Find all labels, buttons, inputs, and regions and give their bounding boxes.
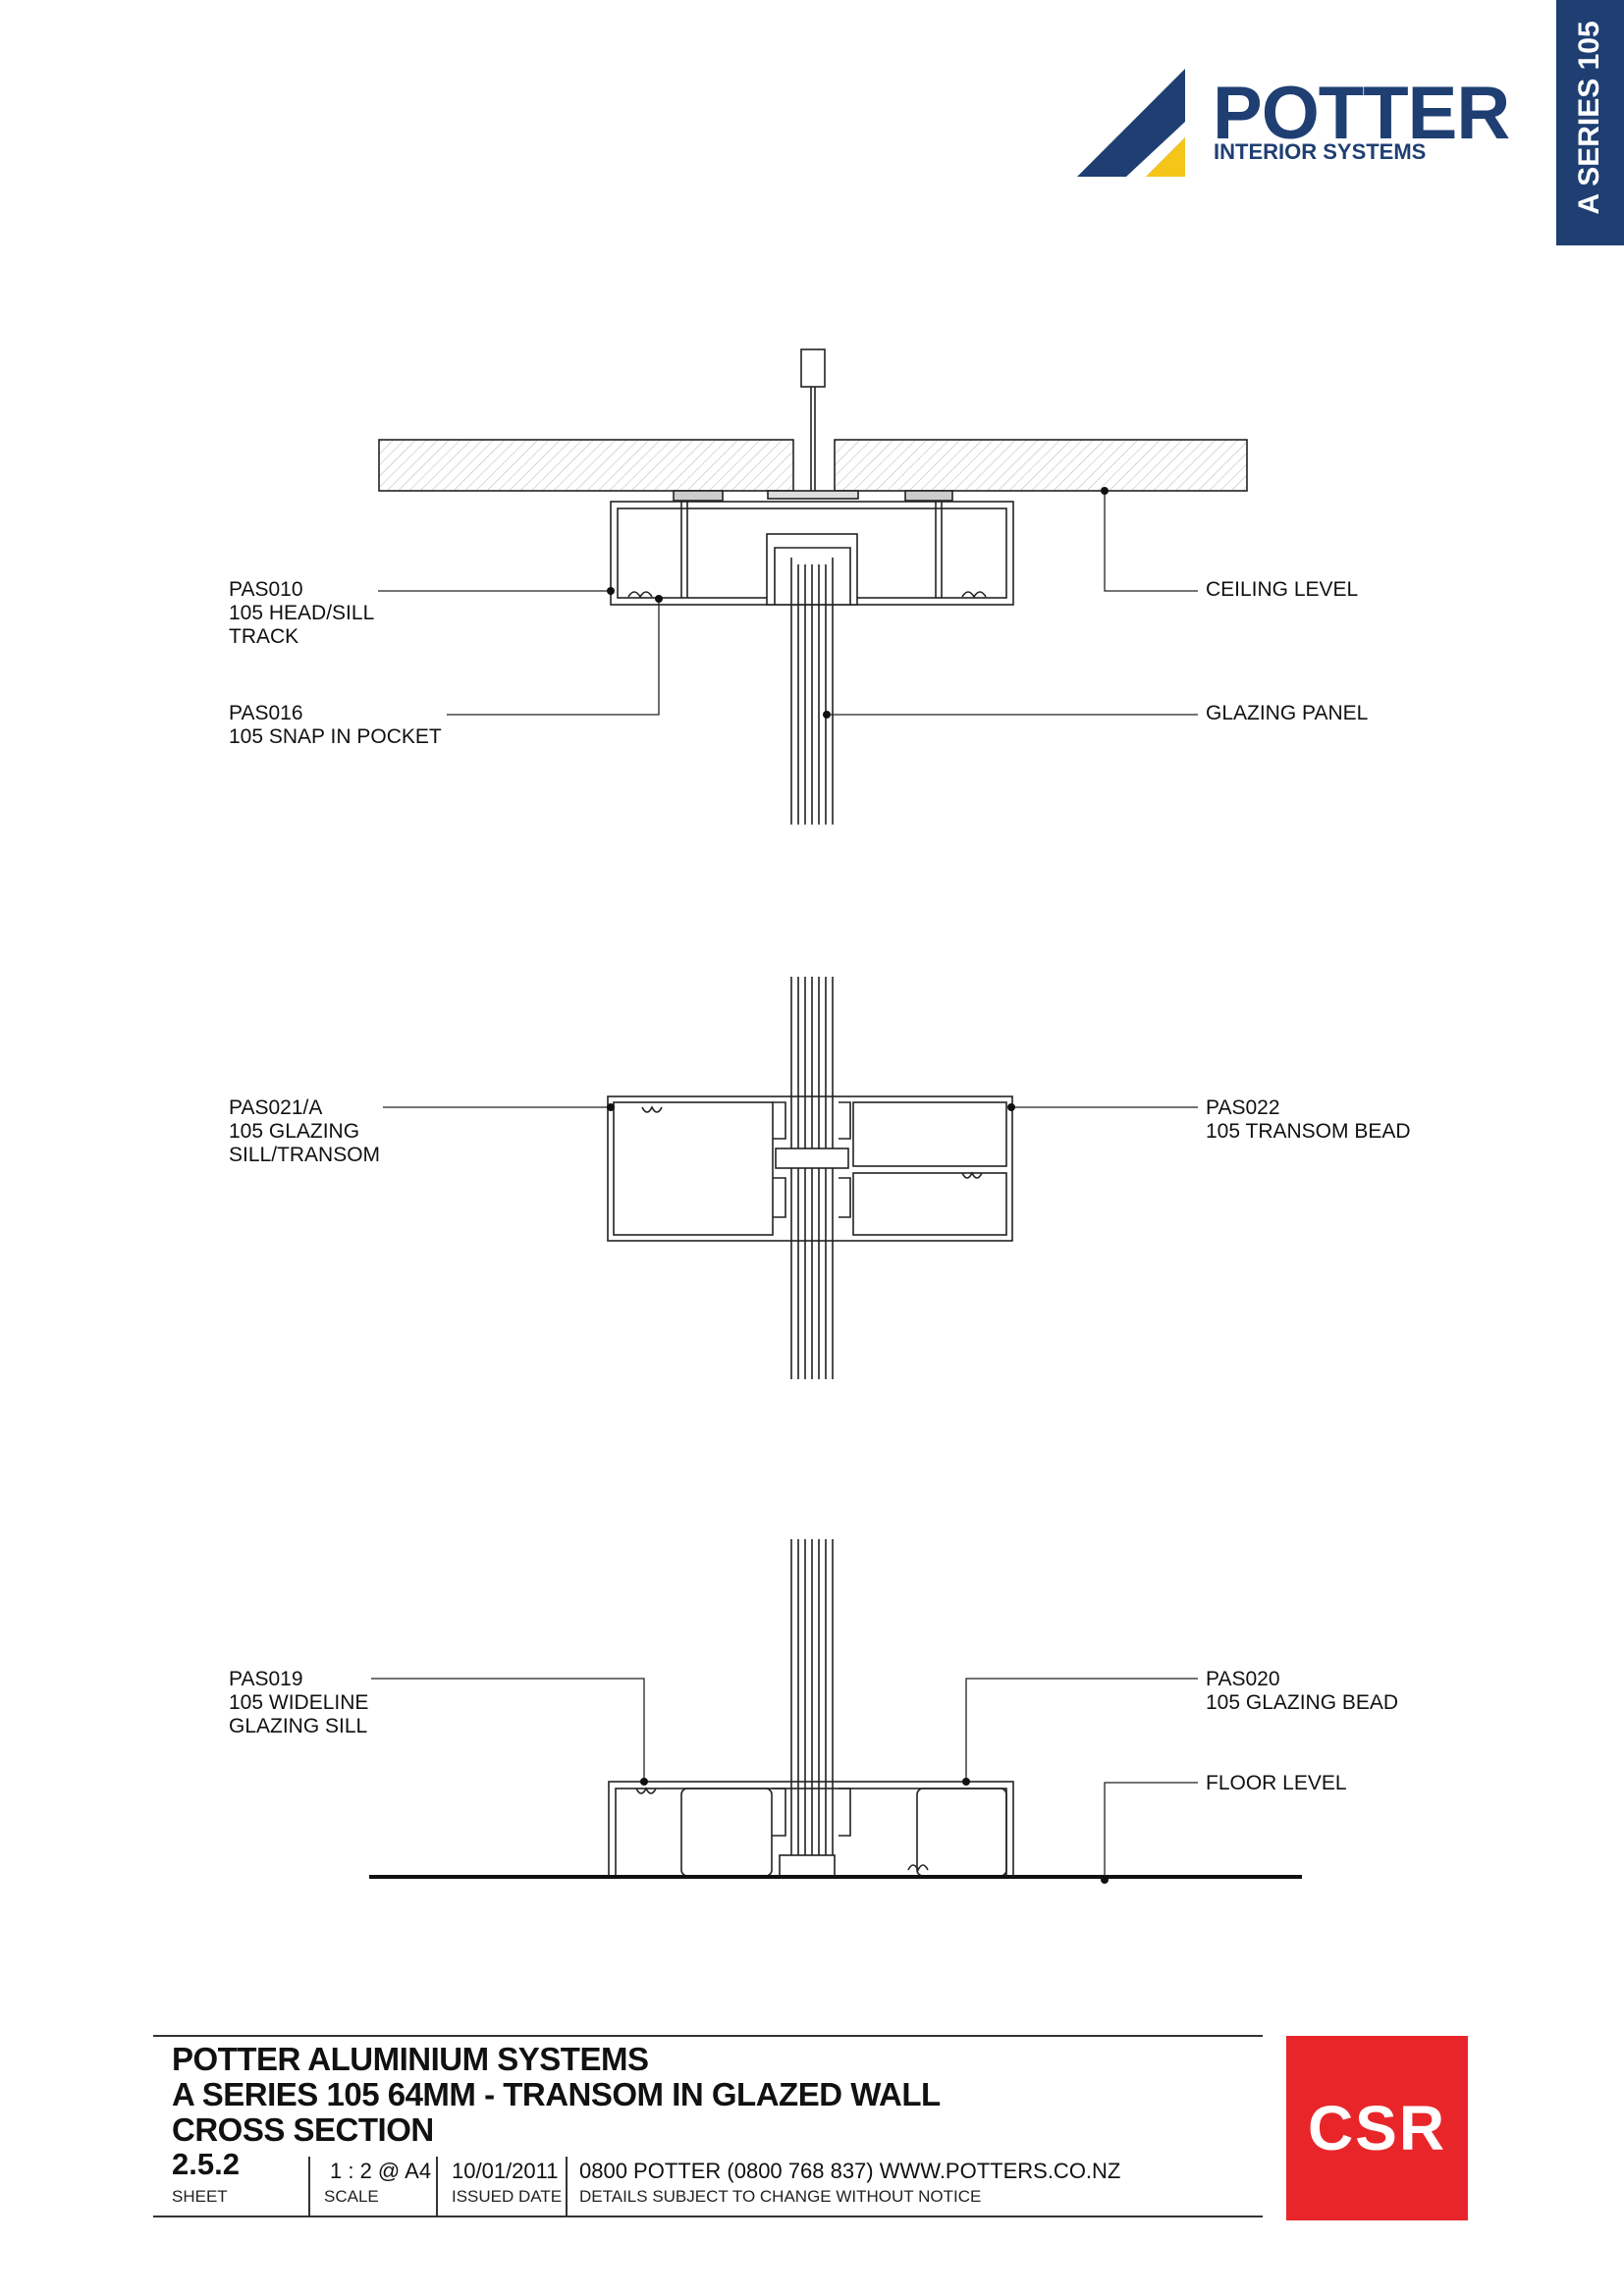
sheet-number: 2.5.2 bbox=[172, 2147, 240, 2181]
title-block-divider bbox=[436, 2157, 438, 2216]
label-snap-pocket: PAS016 105 SNAP IN POCKET bbox=[229, 702, 442, 748]
brand-name: POTTER bbox=[1213, 72, 1510, 155]
label-glazing-bead: PAS020 105 GLAZING BEAD bbox=[1206, 1668, 1399, 1714]
glazing-panel-bottom bbox=[790, 1539, 834, 1855]
contact-info: 0800 POTTER (0800 768 837) WWW.POTTERS.C… bbox=[579, 2159, 1121, 2183]
title-line-2: A SERIES 105 64MM - TRANSOM IN GLAZED WA… bbox=[172, 2076, 941, 2112]
issued-date-caption: ISSUED DATE bbox=[452, 2187, 563, 2206]
title-block-divider bbox=[308, 2157, 310, 2216]
potter-logo-mark-icon bbox=[1077, 69, 1185, 177]
ceiling-slab bbox=[378, 348, 1248, 502]
leader-lines bbox=[371, 491, 1198, 1880]
brand-subtitle: INTERIOR SYSTEMS bbox=[1214, 139, 1427, 164]
wideline-sill-profile bbox=[608, 1781, 1014, 1877]
series-tab: A SERIES 105 bbox=[1556, 0, 1624, 245]
glazing-panel-middle bbox=[790, 977, 834, 1379]
glazing-panel-top bbox=[790, 558, 834, 825]
change-notice: DETAILS SUBJECT TO CHANGE WITHOUT NOTICE bbox=[579, 2187, 982, 2206]
label-glazing-panel: GLAZING PANEL bbox=[1206, 702, 1369, 724]
title-block-divider bbox=[566, 2157, 568, 2216]
label-wideline-sill: PAS019 105 WIDELINE GLAZING SILL bbox=[229, 1668, 369, 1737]
label-ceiling-level: CEILING LEVEL bbox=[1206, 578, 1359, 601]
issued-date-value: 10/01/2011 bbox=[452, 2159, 559, 2183]
label-head-track: PAS010 105 HEAD/SILL TRACK bbox=[229, 578, 375, 648]
sheet-caption: SHEET bbox=[172, 2187, 228, 2206]
transom-profile bbox=[607, 1095, 1013, 1242]
title-block-top-rule bbox=[153, 2035, 1263, 2037]
leader-dots bbox=[607, 487, 1109, 1884]
label-glazing-sill-transom: PAS021/A 105 GLAZING SILL/TRANSOM bbox=[229, 1096, 381, 1166]
title-block-bottom-rule bbox=[153, 2216, 1263, 2217]
title-line-1: POTTER ALUMINIUM SYSTEMS bbox=[172, 2041, 649, 2077]
csr-logo: CSR bbox=[1286, 2036, 1468, 2220]
scale-value: 1 : 2 @ A4 bbox=[330, 2159, 432, 2183]
label-floor-level: FLOOR LEVEL bbox=[1206, 1772, 1347, 1794]
label-transom-bead: PAS022 105 TRANSOM BEAD bbox=[1206, 1096, 1411, 1143]
scale-caption: SCALE bbox=[324, 2187, 379, 2206]
csr-logo-text: CSR bbox=[1307, 2093, 1447, 2163]
title-line-3: CROSS SECTION bbox=[172, 2111, 434, 2148]
